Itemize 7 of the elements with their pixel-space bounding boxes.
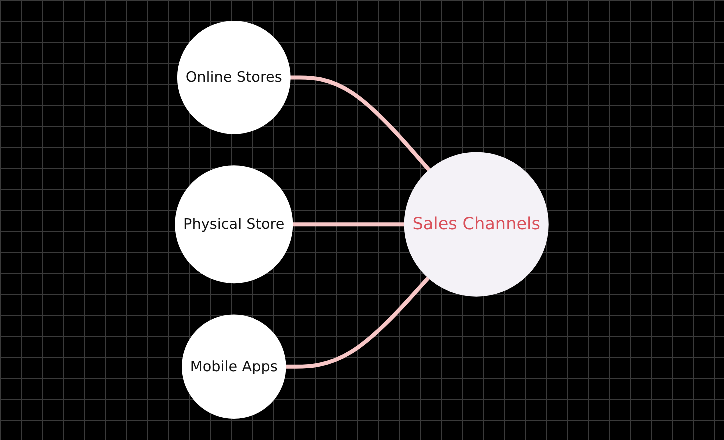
node-circle: Mobile Apps xyxy=(182,314,286,419)
node-circle: Online Stores xyxy=(177,21,291,134)
node-circle: Sales Channels xyxy=(404,152,549,297)
connector xyxy=(290,76,431,172)
node-circle: Physical Store xyxy=(175,166,294,284)
connector xyxy=(292,222,405,227)
connector xyxy=(286,276,430,369)
